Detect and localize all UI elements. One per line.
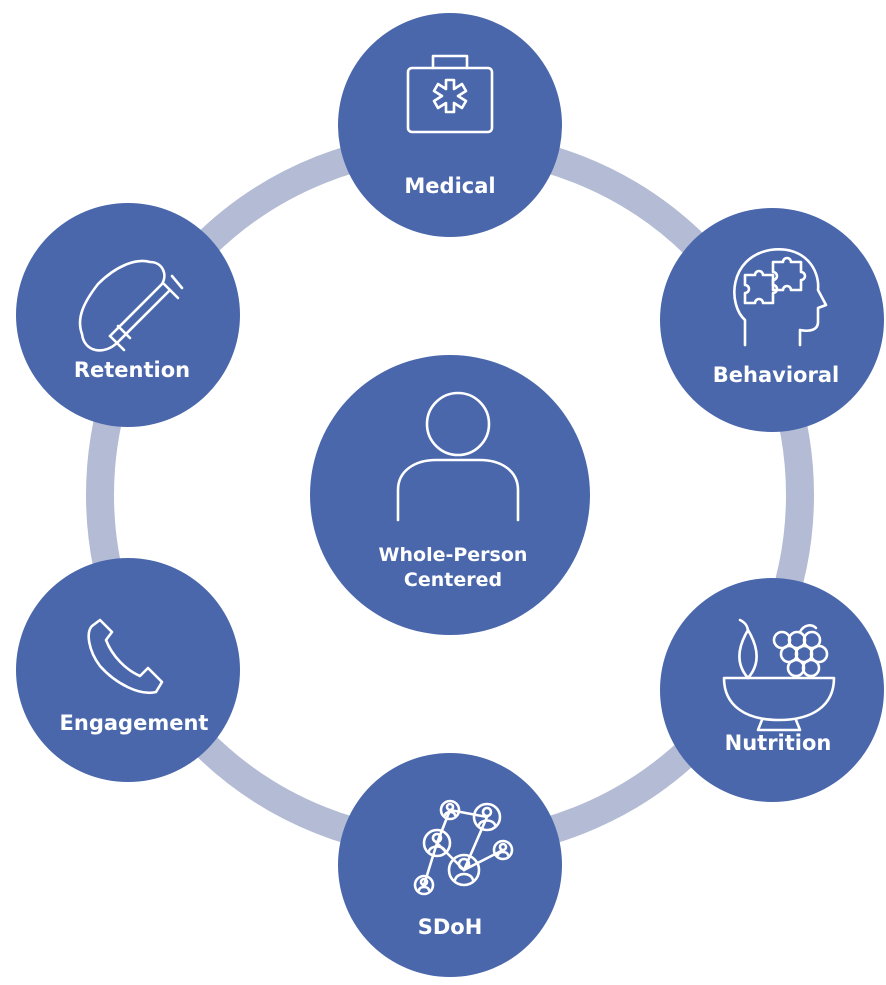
medical-kit-icon [406, 54, 494, 134]
node-engagement: Engagement [16, 558, 240, 782]
node-retention-label: Retention [74, 358, 190, 382]
network-icon [413, 799, 514, 896]
node-nutrition-circle [660, 578, 884, 802]
node-medical-circle [338, 13, 562, 237]
node-behavioral-label: Behavioral [713, 363, 839, 387]
node-nutrition-label: Nutrition [725, 731, 832, 755]
node-engagement-label: Engagement [60, 711, 209, 735]
node-sdoh: SDoH [338, 753, 562, 977]
node-nutrition: Nutrition [660, 578, 884, 802]
node-medical: Medical [338, 13, 562, 237]
magnet-icon [78, 259, 184, 352]
node-medical-label: Medical [404, 174, 495, 198]
phone-icon [87, 618, 164, 695]
node-retention-circle [16, 203, 240, 427]
fruit-bowl-icon [722, 618, 836, 732]
center-circle [310, 355, 590, 635]
node-behavioral-circle [660, 208, 884, 432]
node-retention: Retention [16, 203, 240, 427]
node-behavioral: Behavioral [660, 208, 884, 432]
center-label-line1: Whole-Person [379, 544, 528, 566]
center-node: Whole-Person Centered [310, 355, 590, 635]
person-icon [396, 391, 520, 522]
node-sdoh-label: SDoH [418, 915, 483, 939]
center-label-line2: Centered [404, 569, 502, 591]
head-puzzle-icon [733, 248, 828, 347]
